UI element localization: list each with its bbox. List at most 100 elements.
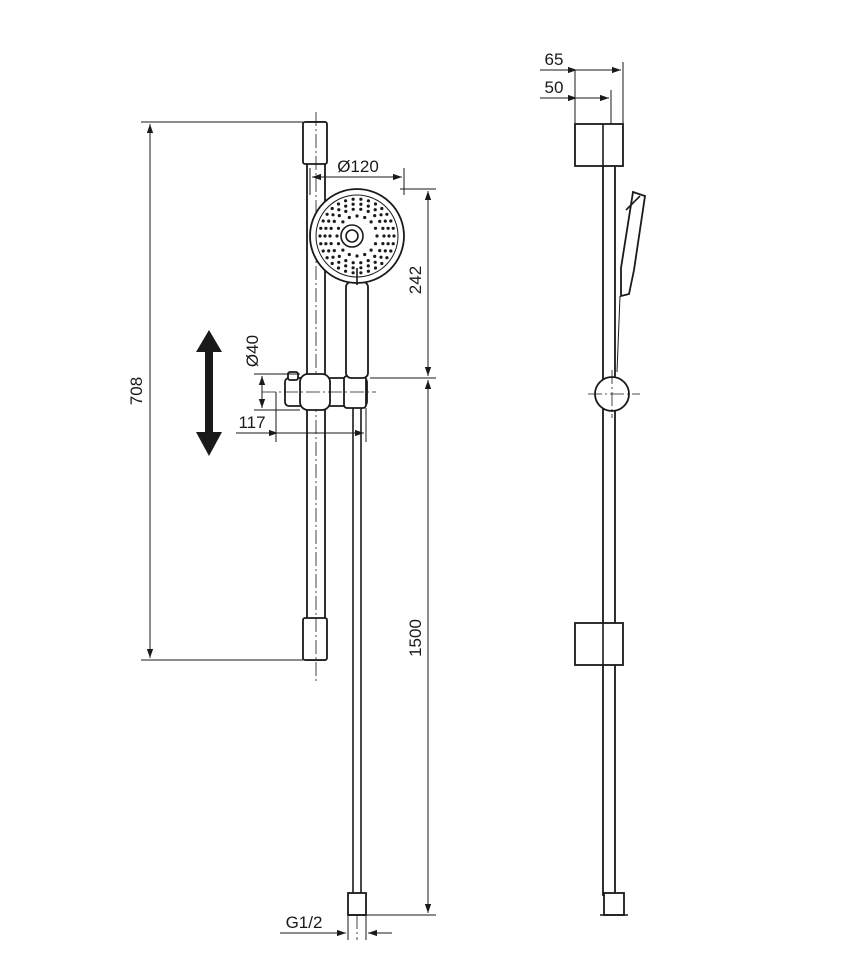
nozzle-dot — [341, 220, 345, 224]
nozzle-dot — [327, 219, 331, 223]
label-708: 708 — [127, 377, 146, 405]
nozzle-dot — [383, 219, 387, 223]
nozzle-dot — [379, 255, 383, 259]
nozzle-dot — [337, 254, 341, 258]
side-hose-end — [600, 892, 628, 916]
nozzle-dot — [373, 202, 378, 206]
nozzle-dot — [344, 269, 348, 273]
nozzle-dot — [366, 204, 370, 208]
dimension-bracket-depth: 65 — [540, 50, 624, 124]
nozzle-dot — [351, 261, 355, 265]
nozzle-dot — [336, 242, 341, 246]
nozzle-dot — [391, 242, 395, 246]
nozzle-dot — [382, 234, 386, 238]
nozzle-dot — [389, 249, 393, 253]
nozzle-dot — [359, 271, 363, 275]
nozzle-dot — [323, 234, 327, 238]
label-65: 65 — [545, 50, 564, 69]
dimension-slider-offset: 117 — [236, 392, 367, 442]
nozzle-dot — [331, 213, 335, 217]
label-g12: G1/2 — [286, 913, 323, 932]
label-1500: 1500 — [406, 619, 425, 657]
nozzle-dot — [366, 264, 370, 268]
nozzle-dot — [373, 208, 377, 212]
nozzle-dot — [324, 242, 328, 246]
nozzle-dot — [392, 234, 396, 238]
nozzle-dot — [389, 219, 393, 223]
nozzle-dot — [332, 219, 336, 223]
nozzle-dot — [387, 234, 391, 238]
nozzle-dot — [378, 219, 382, 223]
nozzle-dot — [324, 226, 328, 230]
nozzle-dot — [363, 252, 367, 257]
nozzle-dot — [351, 266, 355, 270]
nozzle-dot — [344, 209, 348, 213]
label-117: 117 — [238, 413, 265, 432]
nozzle-dot — [341, 248, 345, 252]
dimension-connection-thread: G1/2 — [280, 913, 392, 940]
nozzle-dot — [351, 271, 355, 275]
dimension-rail-offset: 50 — [540, 78, 612, 124]
nozzle-dot — [378, 249, 382, 253]
nozzle-dot — [380, 261, 384, 266]
nozzle-dot — [366, 199, 370, 203]
dimension-hose-length: 1500 — [366, 380, 436, 916]
nozzle-dot — [328, 234, 332, 238]
nozzle-dot — [337, 260, 341, 264]
nozzle-dot — [355, 214, 359, 218]
nozzle-dot — [329, 226, 333, 230]
side-rail — [574, 123, 624, 896]
hand-shower — [309, 188, 405, 379]
nozzle-dot — [347, 215, 351, 220]
nozzle-dot — [355, 254, 359, 258]
label-head-diameter: Ø120 — [337, 157, 379, 176]
nozzle-dot — [373, 260, 377, 264]
nozzle-dot — [359, 266, 363, 270]
nozzle-dot — [386, 226, 390, 230]
nozzle-dot — [380, 206, 384, 211]
dimension-rail-length: 708 — [127, 121, 303, 661]
nozzle-dot — [336, 226, 341, 230]
nozzle-dot — [363, 215, 367, 220]
nozzle-dot — [386, 242, 390, 246]
nozzle-dot — [375, 234, 379, 238]
spray-nozzles — [318, 197, 396, 275]
nozzle-dot — [366, 259, 370, 263]
nozzle-dot — [359, 207, 363, 211]
nozzle-dot — [351, 207, 355, 211]
nozzle-dot — [319, 226, 323, 230]
nozzle-dot — [379, 213, 383, 217]
nozzle-dot — [373, 254, 377, 258]
nozzle-dot — [347, 252, 351, 257]
nozzle-dot — [344, 204, 348, 208]
nozzle-dot — [373, 266, 378, 270]
nozzle-dot — [381, 242, 385, 246]
nozzle-dot — [331, 255, 335, 259]
nozzle-dot — [366, 269, 370, 273]
nozzle-dot — [336, 202, 341, 206]
nozzle-dot — [385, 256, 389, 260]
dimension-head-diameter: Ø120 — [309, 157, 405, 195]
nozzle-dot — [336, 266, 341, 270]
nozzle-dot — [321, 219, 325, 223]
nozzle-dot — [330, 261, 334, 266]
side-view: 65 50 — [540, 50, 647, 916]
nozzle-dot — [332, 249, 336, 253]
label-slider-diameter: Ø40 — [243, 335, 262, 367]
double-arrow-vertical-icon — [196, 330, 222, 456]
nozzle-dot — [391, 226, 395, 230]
nozzle-dot — [335, 234, 339, 238]
nozzle-dot — [366, 209, 370, 213]
nozzle-dot — [369, 248, 373, 252]
nozzle-dot — [321, 249, 325, 253]
dimension-slider-diameter: Ø40 — [243, 335, 300, 411]
nozzle-dot — [373, 226, 378, 230]
nozzle-dot — [351, 197, 355, 201]
nozzle-dot — [385, 212, 389, 216]
nozzle-dot — [344, 259, 348, 263]
nozzle-dot — [344, 199, 348, 203]
nozzle-dot — [359, 202, 363, 206]
nozzle-dot — [373, 242, 378, 246]
nozzle-dot — [344, 264, 348, 268]
